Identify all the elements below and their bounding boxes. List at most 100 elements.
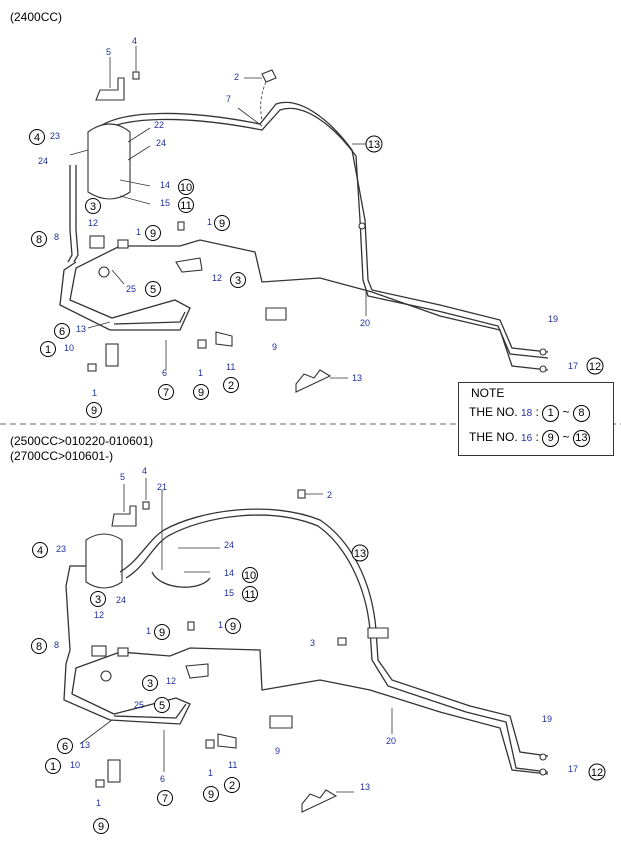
circled-ref: 4 xyxy=(32,542,48,558)
callout: 11 xyxy=(226,362,235,372)
bracket-5 xyxy=(111,505,137,527)
note-prefix: THE NO. xyxy=(469,430,518,444)
bolt-1-low xyxy=(87,363,97,372)
svg-text:9: 9 xyxy=(208,789,214,801)
callout: 13 xyxy=(360,782,370,792)
callout: 4 xyxy=(142,466,147,476)
svg-text:9: 9 xyxy=(198,387,204,399)
note-to: 13 xyxy=(572,430,590,447)
note-to: 8 xyxy=(572,405,590,422)
callout: 1 xyxy=(136,227,141,237)
pressure-hose-13 xyxy=(119,508,549,757)
note-box: NOTE THE NO. 18 : 1 ~ 8 THE NO. 16 : 9 ~… xyxy=(458,382,614,456)
callout: 24 xyxy=(38,156,48,166)
callout: 3 xyxy=(310,638,315,648)
svg-text:12: 12 xyxy=(591,767,603,779)
svg-text:11: 11 xyxy=(244,589,255,601)
circled-ref: 9 xyxy=(145,225,161,241)
callout: 12 xyxy=(94,610,104,620)
svg-text:5: 5 xyxy=(150,284,156,296)
callout: 12 xyxy=(166,676,176,686)
bracket-13 xyxy=(295,369,332,393)
circled-ref: 9 xyxy=(203,786,219,802)
callout: 13 xyxy=(352,373,362,383)
bottom-circled-refs: 4 10 11 3 8 9 9 3 5 6 1 7 9 2 9 13 12 xyxy=(31,542,606,834)
svg-text:1: 1 xyxy=(50,761,56,773)
bracket-12 xyxy=(185,663,209,679)
circled-ref: 12 xyxy=(586,357,604,375)
callout: 12 xyxy=(212,273,222,283)
callout: 13 xyxy=(80,740,90,750)
svg-text:3: 3 xyxy=(90,201,96,213)
callout: 21 xyxy=(157,482,167,492)
clip-25 xyxy=(98,266,110,278)
circled-ref: 9 xyxy=(193,384,209,400)
svg-text:13: 13 xyxy=(354,548,366,560)
note-prefix: THE NO. xyxy=(469,405,518,419)
callout: 2 xyxy=(327,490,332,500)
callout: 19 xyxy=(542,714,552,724)
variant-header-2400cc: (2400CC) xyxy=(10,10,63,24)
bolt-4 xyxy=(142,501,150,510)
svg-text:13: 13 xyxy=(368,139,380,151)
callout: 15 xyxy=(224,588,234,598)
callout: 2 xyxy=(234,72,239,82)
note-ref: 18 xyxy=(521,408,533,419)
svg-text:9: 9 xyxy=(159,627,165,639)
callout: 20 xyxy=(360,318,370,328)
circled-ref: 9 xyxy=(225,618,241,634)
circled-ref: 13 xyxy=(351,544,369,562)
circled-ref: 2 xyxy=(223,377,239,393)
svg-text:9: 9 xyxy=(219,218,225,230)
callout: 8 xyxy=(54,640,59,650)
callout: 23 xyxy=(56,544,66,554)
note-colon: : xyxy=(535,405,539,419)
callout: 1 xyxy=(218,620,223,630)
callout: 10 xyxy=(70,760,80,770)
note-from: 1 xyxy=(542,405,560,422)
svg-text:8: 8 xyxy=(36,234,42,246)
callout: 25 xyxy=(134,700,144,710)
clamp-12 xyxy=(89,235,105,249)
circled-ref: 3 xyxy=(230,272,246,288)
circled-ref: 6 xyxy=(54,323,70,339)
svg-text:6: 6 xyxy=(59,326,65,338)
callout: 4 xyxy=(132,36,137,46)
svg-text:10: 10 xyxy=(244,570,256,582)
callout: 22 xyxy=(154,120,164,130)
svg-text:9: 9 xyxy=(91,405,97,417)
clamp-12 xyxy=(91,645,107,657)
bottom-callouts: 5 4 21 2 23 24 24 14 15 12 8 1 1 3 12 25… xyxy=(54,466,578,808)
callout: 11 xyxy=(228,760,237,770)
svg-text:3: 3 xyxy=(147,678,153,690)
note-ref: 16 xyxy=(521,433,533,444)
svg-text:7: 7 xyxy=(162,793,168,805)
bolt-3 xyxy=(337,637,347,646)
circled-ref: 12 xyxy=(588,763,606,781)
svg-text:2: 2 xyxy=(228,380,234,392)
fitting-2 xyxy=(261,69,277,83)
bottom-assembly xyxy=(63,478,549,813)
callout: 5 xyxy=(106,47,111,57)
circled-ref: 7 xyxy=(157,790,173,806)
bolt-1 xyxy=(117,239,129,249)
callout: 7 xyxy=(226,94,231,104)
svg-text:10: 10 xyxy=(180,182,192,194)
callout: 6 xyxy=(162,368,167,378)
circled-ref: 11 xyxy=(178,197,194,213)
circled-ref: 4 xyxy=(29,129,45,145)
note-row-1: THE NO. 18 : 1 ~ 8 xyxy=(469,405,590,422)
pressure-hose-13 xyxy=(94,101,549,353)
return-line xyxy=(59,239,549,371)
circled-ref: 1 xyxy=(45,758,61,774)
callout: 1 xyxy=(92,388,97,398)
svg-text:3: 3 xyxy=(95,594,101,606)
svg-text:5: 5 xyxy=(159,700,165,712)
bolt-1-low xyxy=(95,779,105,788)
circled-ref: 9 xyxy=(214,215,230,231)
svg-text:7: 7 xyxy=(163,387,169,399)
callout: 24 xyxy=(156,138,166,148)
callout: 9 xyxy=(272,342,277,352)
callout: 14 xyxy=(224,568,234,578)
circled-ref: 9 xyxy=(86,402,102,418)
